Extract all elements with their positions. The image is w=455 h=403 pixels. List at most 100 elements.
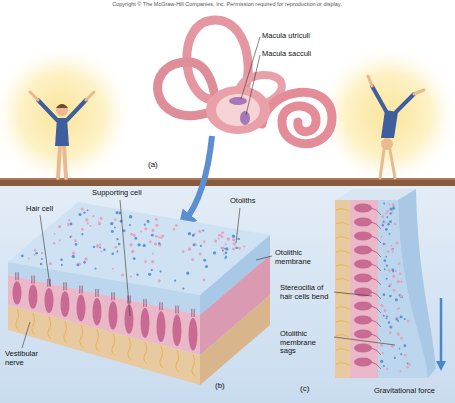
otolith	[390, 245, 392, 247]
otolith	[389, 204, 391, 206]
glow	[316, 43, 455, 187]
otolith	[243, 246, 245, 248]
nerve-fiber	[336, 265, 349, 267]
otolith	[381, 236, 383, 238]
otolith	[192, 234, 195, 237]
stereocilia	[111, 292, 112, 300]
stereocilia	[114, 292, 115, 300]
otolith	[398, 262, 401, 265]
hair-cell	[354, 330, 372, 339]
stereocilia	[113, 292, 114, 300]
otolith	[388, 285, 390, 287]
otolith	[144, 260, 147, 263]
otolith	[383, 309, 386, 312]
otolith	[134, 237, 137, 240]
otolith	[81, 207, 84, 210]
otolith	[116, 238, 118, 240]
otolith	[81, 233, 83, 235]
otolith	[389, 295, 392, 298]
stereocilia	[159, 302, 160, 310]
stereocilia	[177, 306, 178, 314]
stereocilia	[47, 279, 48, 287]
otolith	[92, 215, 94, 217]
stereocilia	[371, 250, 381, 257]
otolith	[400, 353, 402, 355]
hair-cell	[354, 232, 372, 241]
otolith	[205, 265, 208, 268]
otolith	[391, 268, 394, 271]
nerve-fiber	[192, 354, 195, 376]
part-label: Otoliths	[230, 197, 255, 206]
otolith	[101, 250, 103, 252]
otolith	[143, 244, 146, 247]
otolith	[227, 237, 230, 240]
otolith	[118, 243, 121, 246]
otolith	[400, 337, 403, 340]
otolith	[388, 269, 391, 272]
stereocilia	[33, 276, 34, 284]
stereocilia	[371, 222, 381, 229]
otolith	[140, 231, 142, 233]
otolith	[28, 257, 30, 259]
otolith	[403, 344, 406, 347]
otolith	[58, 225, 61, 228]
otolith	[158, 280, 161, 283]
otolith	[81, 228, 84, 231]
otolith	[392, 275, 395, 278]
gymnast	[30, 92, 94, 178]
otolith	[116, 251, 118, 253]
stereocilia	[15, 272, 16, 280]
otolith	[198, 230, 201, 233]
otolith	[407, 362, 409, 364]
otolith	[381, 215, 384, 218]
otolith	[386, 368, 389, 371]
hair-cell	[157, 311, 166, 342]
otolith	[397, 280, 400, 283]
otolith	[225, 243, 227, 245]
otolith	[395, 270, 397, 272]
copyright-note: Copyright © The McGraw-Hill Companies, I…	[77, 1, 377, 7]
otolith	[203, 240, 205, 242]
part-label: Hair cell	[26, 205, 53, 214]
otolith	[151, 229, 154, 232]
otolith	[155, 224, 158, 227]
hair-cell	[45, 288, 54, 313]
otolith	[72, 256, 75, 259]
otolith	[221, 246, 224, 249]
otolith	[98, 222, 101, 225]
otolith	[387, 223, 390, 226]
otolith	[173, 228, 175, 230]
otolith	[382, 352, 384, 354]
otolith	[397, 317, 399, 319]
nerve-fiber	[32, 313, 35, 335]
stereocilia	[371, 236, 381, 243]
otolith	[131, 250, 134, 253]
otolith	[69, 236, 71, 238]
otolith	[392, 203, 395, 206]
part-label: Stereocilia of hair cells bend	[280, 284, 332, 301]
nerve-fiber	[336, 251, 349, 253]
otolith	[188, 232, 191, 235]
otolith	[383, 203, 385, 205]
otolith	[232, 238, 235, 241]
nerve-fiber	[96, 329, 99, 351]
hair-cell	[93, 298, 102, 325]
nerve-fiber	[64, 321, 67, 343]
otolith	[118, 212, 121, 215]
otolith	[387, 250, 390, 253]
otolith	[383, 221, 385, 223]
otolith	[225, 251, 228, 254]
stereocilia	[127, 296, 128, 304]
otolith	[152, 253, 154, 255]
otolith	[392, 207, 395, 210]
otolith	[408, 363, 411, 366]
nerve-fiber	[16, 309, 19, 331]
otolith	[386, 210, 389, 213]
stereocilia	[371, 320, 381, 327]
stereocilia	[191, 309, 192, 317]
nerve-fiber	[336, 209, 349, 211]
otolith	[224, 257, 226, 259]
otolith	[233, 242, 236, 245]
otolith	[394, 357, 396, 359]
otolith	[383, 365, 385, 367]
